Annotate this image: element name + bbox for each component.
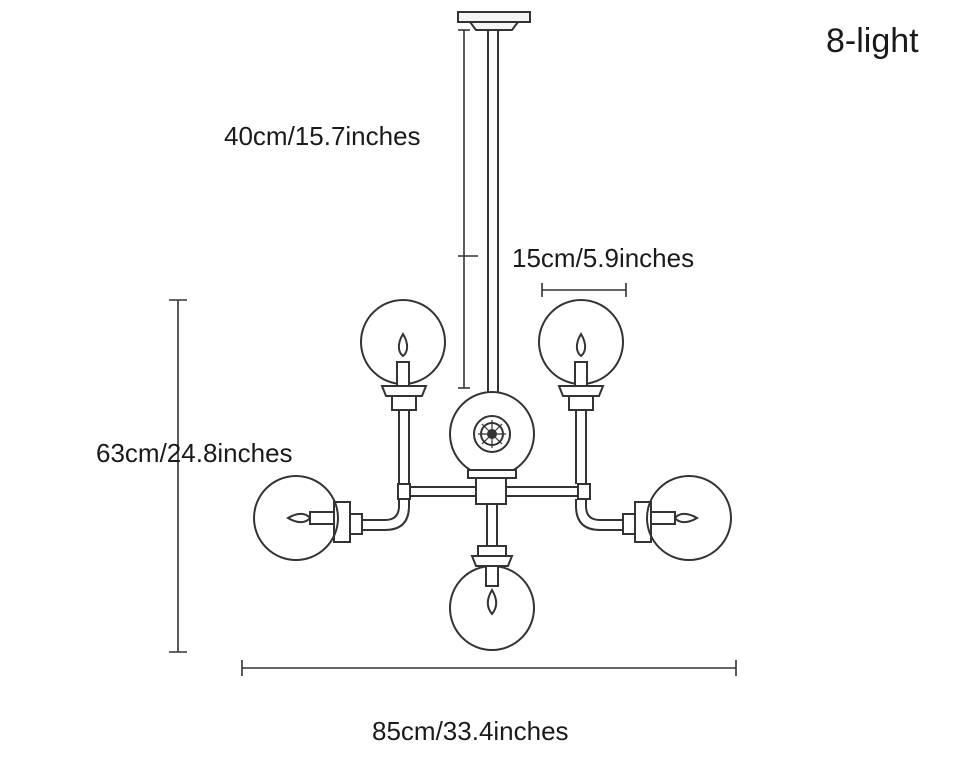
lower-right-arm xyxy=(575,499,652,543)
horizontal-arm xyxy=(397,477,591,505)
drop-rod xyxy=(487,30,499,395)
globe-lower-right xyxy=(646,475,732,561)
fixture-width-label: 85cm/33.4inches xyxy=(372,716,569,746)
globe-upper-left xyxy=(360,299,446,387)
lower-left-arm xyxy=(333,499,410,543)
upper-left-arm xyxy=(380,385,428,484)
central-hub xyxy=(449,391,535,479)
drop-rod-length-label: 40cm/15.7inches xyxy=(224,121,421,151)
globe-lower-left xyxy=(253,475,339,561)
globe-diameter-label: 15cm/5.9inches xyxy=(512,243,695,273)
upper-right-arm xyxy=(557,385,605,484)
globe-diameter-dimension-line xyxy=(541,283,627,297)
bottom-arm xyxy=(470,504,514,567)
fixture-height-label: 63cm/24.8inches xyxy=(96,438,293,468)
ceiling-canopy xyxy=(457,11,531,31)
height-dimension-line xyxy=(169,299,187,653)
globe-upper-right xyxy=(538,299,624,387)
width-dimension-line xyxy=(241,660,737,676)
drop-rod-dimension-line xyxy=(458,29,478,389)
globe-bottom xyxy=(449,565,535,651)
light-count-title: 8-light xyxy=(826,22,919,60)
